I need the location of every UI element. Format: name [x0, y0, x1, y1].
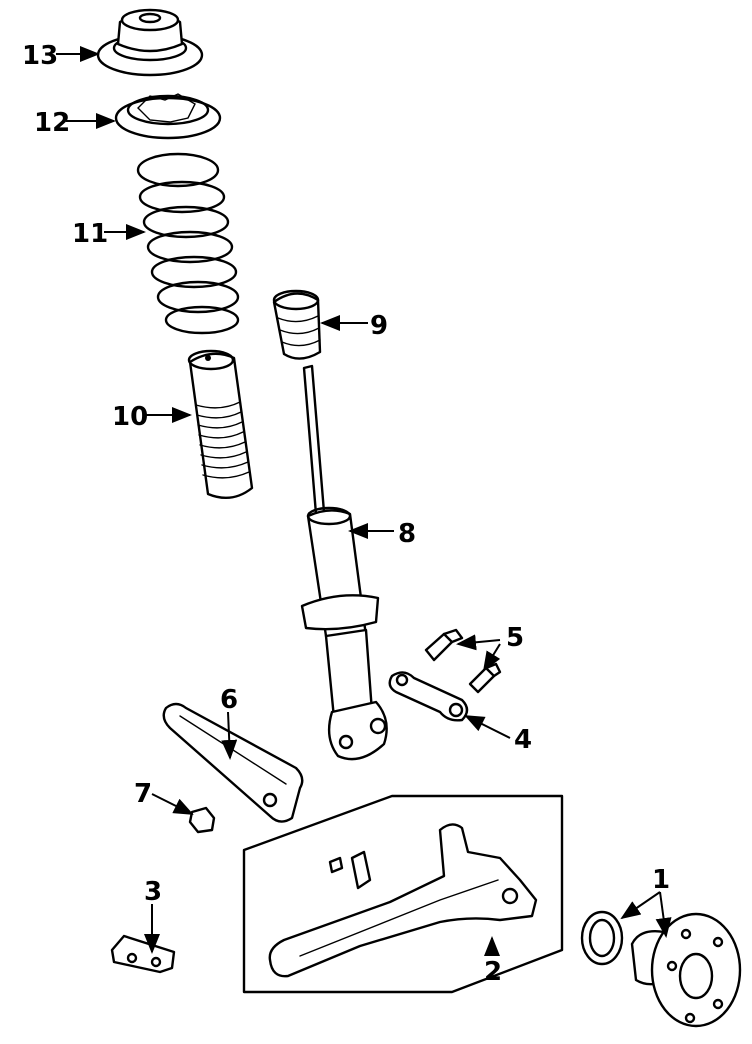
callout-10: 10 — [112, 402, 148, 432]
bump-stop-part — [272, 289, 322, 360]
callout-8: 8 — [398, 519, 416, 549]
callout-labels: 13 12 11 10 9 8 7 6 5 4 3 2 1 — [22, 41, 670, 987]
callout-11: 11 — [72, 219, 108, 249]
trailing-arm-part — [268, 823, 538, 978]
bolt-part — [424, 628, 502, 694]
callout-leaders — [56, 46, 672, 956]
callout-6: 6 — [220, 685, 238, 715]
bracket-part — [110, 934, 176, 974]
callout-7: 7 — [134, 779, 152, 809]
coil-spring-part — [136, 152, 240, 335]
callout-12: 12 — [34, 108, 70, 138]
callout-13: 13 — [22, 41, 58, 71]
callout-3: 3 — [144, 877, 162, 907]
nut-part — [188, 806, 216, 834]
spring-seat-part — [114, 93, 222, 140]
callout-1: 1 — [652, 865, 670, 895]
callout-5: 5 — [506, 623, 524, 653]
dust-boot-part — [187, 349, 254, 500]
callout-9: 9 — [370, 311, 388, 341]
wheel-hub-part — [580, 910, 742, 1028]
lateral-arm-part — [162, 702, 304, 823]
control-link-part — [388, 671, 469, 722]
trailing-arm-box — [242, 794, 564, 994]
upper-spring-mount-part — [96, 8, 204, 77]
callout-2: 2 — [484, 957, 502, 987]
shock-absorber-part — [300, 364, 388, 761]
callout-4: 4 — [514, 725, 532, 755]
